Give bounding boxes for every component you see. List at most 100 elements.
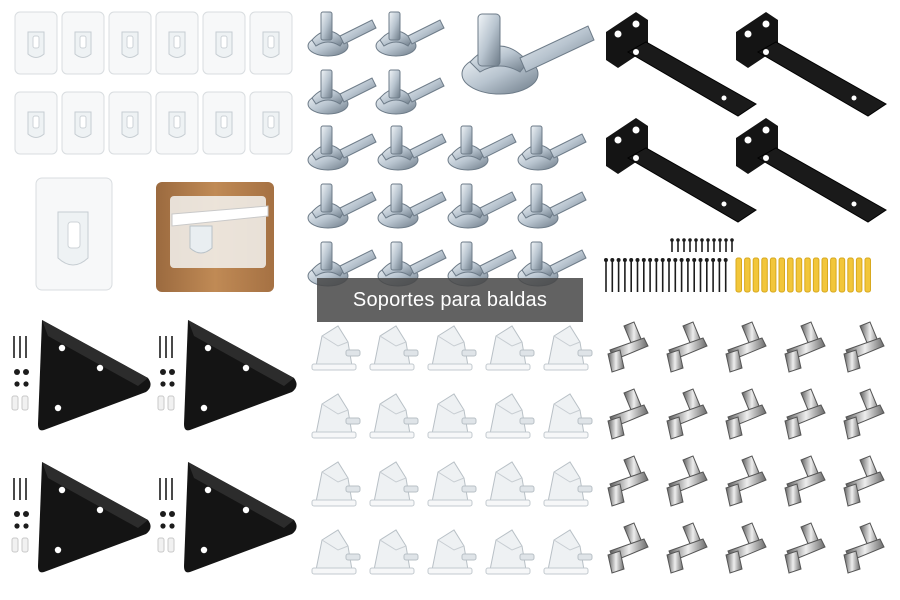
floating-bracket: [736, 12, 887, 117]
screw: [654, 258, 659, 292]
screw: [718, 238, 722, 252]
nickel-pin: [666, 388, 708, 440]
wood-demo-photo: [156, 182, 274, 292]
wall-anchor: [735, 257, 742, 293]
wall-anchor: [855, 257, 863, 293]
triangle-brackets-group: [11, 320, 297, 573]
adhesive-hook: [155, 91, 199, 155]
steel-pin: [447, 125, 517, 171]
screw-head: [23, 511, 29, 517]
screw: [616, 258, 621, 292]
screw: [692, 258, 697, 292]
screw: [673, 258, 678, 292]
screw-head: [14, 523, 20, 529]
adhesive-hook: [108, 11, 152, 75]
floating-bracket: [736, 118, 887, 223]
wall-anchor: [787, 257, 794, 293]
screw: [723, 258, 728, 292]
nickel-pin: [607, 321, 649, 373]
nickel-pin: [784, 388, 826, 440]
nickel-pin: [666, 455, 708, 507]
wall-anchor: [838, 257, 846, 293]
screw-head: [169, 511, 175, 517]
screw: [660, 258, 665, 292]
screw: [685, 258, 690, 292]
adhesive-hook-large: [35, 177, 113, 291]
screw: [712, 238, 716, 252]
screw-head: [160, 369, 166, 375]
nickel-pin: [784, 522, 826, 574]
screw: [641, 258, 646, 292]
adhesive-hook: [249, 11, 293, 75]
wall-anchor: [864, 257, 871, 293]
steel-pin: [307, 125, 377, 171]
caption-banner: Soportes para baldas: [317, 278, 583, 322]
wall-anchor: [761, 257, 768, 293]
adhesive-hook: [61, 11, 105, 75]
nickel-pin: [725, 522, 767, 574]
triangle-bracket: [157, 320, 297, 431]
nickel-pin: [784, 455, 826, 507]
clear-support: [427, 393, 477, 439]
adhesive-hooks-group: [14, 11, 293, 155]
plastic-anchor: [21, 537, 29, 553]
plastic-anchor: [21, 395, 29, 411]
screw: [724, 238, 728, 252]
wall-anchor: [795, 257, 803, 293]
clear-support: [485, 461, 535, 507]
adhesive-hook: [155, 11, 199, 75]
screw: [676, 238, 680, 252]
steel-pin-large: [461, 13, 595, 95]
plastic-anchor: [157, 537, 165, 553]
triangle-bracket: [11, 462, 151, 573]
adhesive-hook: [61, 91, 105, 155]
steel-pin: [447, 183, 517, 229]
adhesive-hook: [202, 11, 246, 75]
clear-support: [543, 529, 593, 575]
wall-anchor: [812, 257, 820, 293]
steel-pin: [307, 69, 377, 115]
clear-support: [485, 325, 535, 371]
nickel-pin: [784, 321, 826, 373]
wall-anchor: [847, 257, 854, 293]
wall-anchor: [830, 257, 837, 293]
screw: [730, 238, 734, 252]
screw: [679, 258, 684, 292]
steel-pin: [375, 69, 445, 115]
screw: [629, 258, 634, 292]
clear-supports-group: [311, 325, 593, 575]
wall-anchor: [769, 257, 777, 293]
clear-support: [311, 393, 361, 439]
plastic-anchor: [11, 395, 19, 411]
wall-anchor: [778, 257, 785, 293]
triangle-bracket: [157, 462, 297, 573]
screw: [604, 258, 608, 292]
clear-support: [427, 461, 477, 507]
floating-bracket: [606, 118, 757, 223]
nickel-pin: [843, 321, 885, 373]
screw: [711, 258, 716, 292]
nickel-pin: [666, 522, 708, 574]
clear-support: [311, 461, 361, 507]
steel-pin: [307, 183, 377, 229]
nickel-pin: [725, 388, 767, 440]
nickel-pin: [607, 455, 649, 507]
clear-support: [369, 325, 419, 371]
nickel-pin: [725, 321, 767, 373]
floating-bracket: [606, 12, 757, 117]
nickel-pin: [843, 455, 885, 507]
steel-pin: [375, 11, 445, 57]
clear-support: [543, 325, 593, 371]
screw: [706, 238, 710, 252]
clear-support: [485, 393, 535, 439]
wall-anchor: [744, 257, 751, 293]
clear-support: [427, 325, 477, 371]
clear-support: [311, 325, 361, 371]
screw: [670, 238, 674, 252]
screw-head: [14, 381, 20, 387]
clear-support: [311, 529, 361, 575]
nickel-pin: [843, 388, 885, 440]
adhesive-hook: [14, 91, 58, 155]
